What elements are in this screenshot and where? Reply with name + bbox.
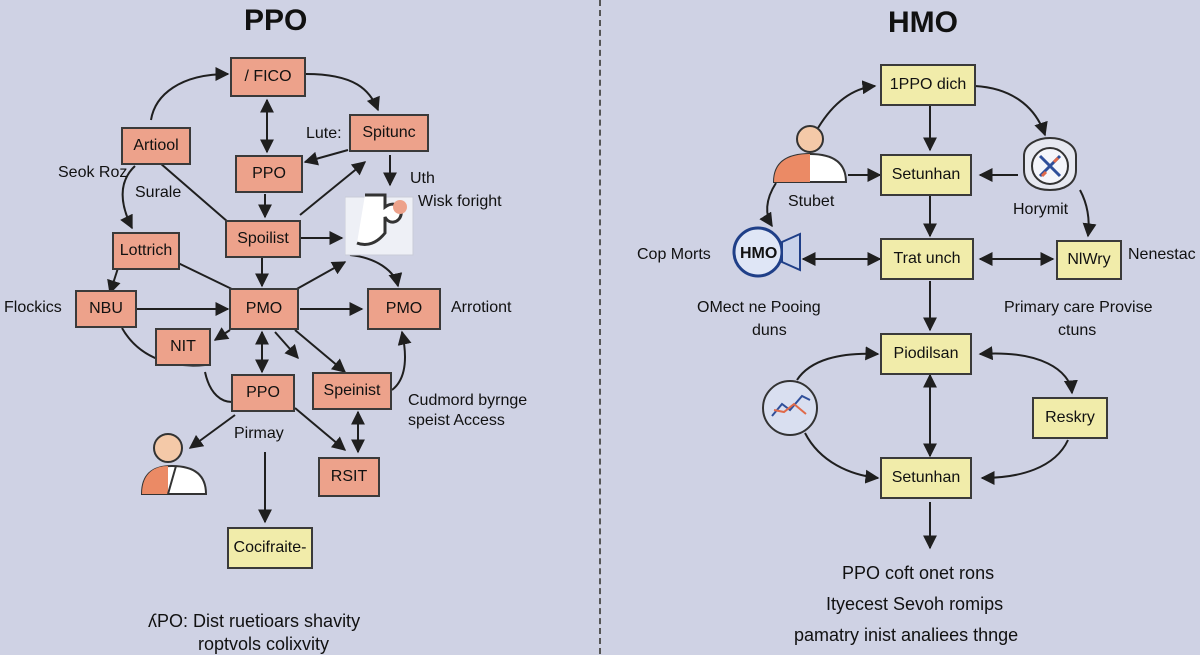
- arrow-piodilsan-reskry: [978, 346, 1078, 395]
- clock-icon: [1023, 136, 1077, 192]
- box-ppo-bottom: PPO: [231, 374, 295, 412]
- person-icon: [140, 433, 208, 495]
- label-seok-roz: Seok Roz: [58, 164, 128, 181]
- ppo-footer-line-1: ʎPO: Dist ruetioars shavity: [148, 611, 361, 631]
- box-reskry: Reskry: [1032, 397, 1108, 439]
- hmo-title: HMO: [888, 6, 958, 39]
- box-trat-unch: Trat unch: [880, 238, 974, 280]
- label-cudmord-1: Cudmord byrnge: [408, 392, 528, 409]
- arrow-splitunc-ppo: [303, 149, 349, 166]
- label-lute: Lute:: [306, 125, 342, 142]
- label-arrotiont: Arrotiont: [451, 299, 512, 316]
- label-stubet: Stubet: [788, 193, 835, 210]
- arrow-fico-splitunc: [305, 73, 380, 112]
- arrow-fico-artiool: [150, 67, 230, 121]
- puzzle-icon: [345, 193, 414, 256]
- label-horymit: Horymit: [1013, 201, 1069, 218]
- hmo-footer-line-1: PPO coft onet rons: [842, 563, 995, 583]
- box-fico: / FICO: [230, 57, 306, 97]
- arrow-artiool-spoilist: [159, 162, 229, 223]
- box-piodilsan: Piodilsan: [880, 333, 972, 375]
- arrow-pmo-right-curve: [391, 330, 412, 391]
- arrow-lottrich-nbu: [107, 267, 121, 295]
- arrow-pmo-curve: [349, 254, 403, 288]
- arrow-pmo-speinist: [294, 329, 347, 373]
- label-cop-morts: Cop Morts: [637, 246, 711, 263]
- arrow-to-splitunc: [299, 161, 367, 216]
- box-spoilist: Spoilist: [225, 220, 301, 258]
- arrow-reskry-setunhan: [980, 439, 1069, 485]
- label-pirmay: Pirmay: [234, 425, 284, 442]
- arrow-circle-setunhan: [804, 432, 880, 484]
- box-artiool: Artiool: [121, 127, 191, 165]
- arrow-ppo-person: [188, 414, 236, 449]
- box-ppo-top: PPO: [235, 155, 303, 193]
- label-primary-2: ctuns: [1058, 322, 1097, 339]
- box-pmo-mid: PMO: [229, 288, 299, 330]
- ppo-title: PPO: [244, 4, 308, 37]
- hmo-footer-line-3: pamatry inist analiees thnge: [794, 625, 1019, 645]
- label-flockics: Flockics: [4, 299, 62, 316]
- arrow-clock-nlwry: [1079, 189, 1097, 238]
- label-wisk-foright: Wisk foright: [418, 193, 502, 210]
- hmo-footer-line-2: Ityecest Sevoh romips: [826, 594, 1004, 614]
- box-nbu: NBU: [75, 290, 137, 328]
- hmo-badge-icon: [732, 226, 801, 278]
- arrow-ipo-clock: [974, 85, 1048, 137]
- label-nenestac: Nenestac: [1128, 246, 1196, 263]
- chart-circle-icon: [762, 380, 818, 436]
- arrow-pmo-nit: [213, 327, 231, 341]
- label-cudmord-2: speist Access: [408, 412, 505, 429]
- arrow-person-hmo: [759, 182, 777, 228]
- arrow-lottrich-pmo: [175, 261, 239, 293]
- box-setunhan-top: Setunhan: [880, 154, 972, 196]
- label-surale: Surale: [135, 184, 182, 201]
- person-icon: [772, 125, 848, 183]
- box-setunhan-bottom: Setunhan: [880, 457, 972, 499]
- arrow-circle-piodilsan: [796, 346, 880, 381]
- box-ipo-dich: 1PPO dich: [880, 64, 976, 106]
- box-splitunc: Spitunc: [349, 114, 429, 152]
- label-primary-1: Primary care Provise: [1004, 299, 1153, 316]
- box-cocifraite: Cocifraite-: [227, 527, 313, 569]
- ppo-footer-line-2: roptvols colixvity: [198, 634, 330, 654]
- box-nit: NIT: [155, 328, 211, 366]
- label-omect-2: duns: [752, 322, 787, 339]
- box-lottrich: Lottrich: [112, 232, 180, 270]
- box-rsit: RSIT: [318, 457, 380, 497]
- arrow-ppo-rsit: [294, 407, 347, 451]
- box-speinist: Speinist: [312, 372, 392, 410]
- arrow-pmo-curve-down: [204, 371, 233, 403]
- hmo-badge-text: HMO: [740, 245, 778, 262]
- box-pmo-right: PMO: [367, 288, 441, 330]
- label-uth: Uth: [410, 170, 435, 187]
- box-nlwry: NlWry: [1056, 240, 1122, 280]
- label-omect-1: OMect ne Pooing: [697, 299, 821, 316]
- arrow-artiool-lottrich: [120, 165, 136, 230]
- panel-divider: [599, 0, 601, 654]
- arrow-pmo-up-right: [294, 261, 347, 291]
- arrow-person-ipo: [817, 80, 877, 129]
- arrow-pmo-cross: [274, 331, 299, 360]
